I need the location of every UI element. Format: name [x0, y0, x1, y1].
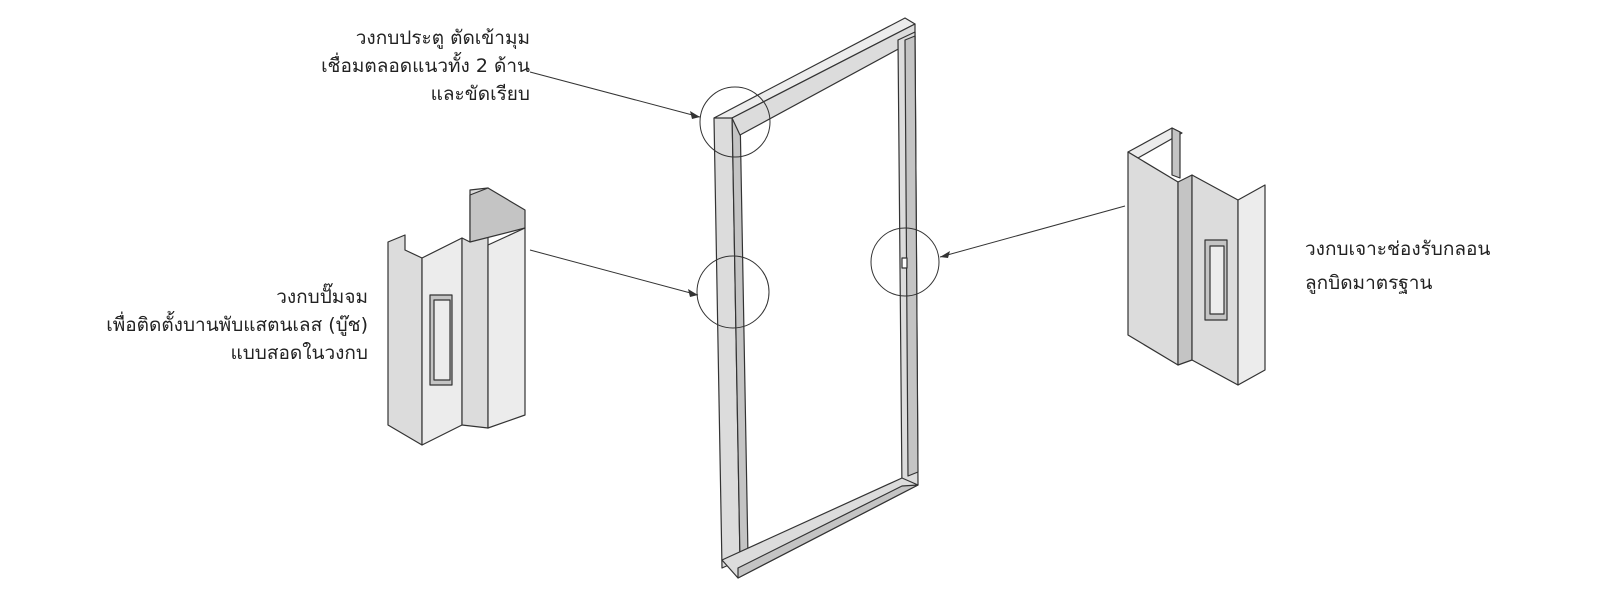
door-frame: [713, 17, 919, 579]
detail-circle-hinge: [696, 255, 770, 329]
label-line: วงกบเจาะช่องรับกลอน: [1305, 238, 1491, 260]
label-line: แบบสอดในวงกบ: [230, 342, 369, 364]
label-strike-hole: วงกบเจาะช่องรับกลอน ลูกบิดมาตรฐาน: [1305, 232, 1490, 300]
label-hinge-recess: วงกบปั๊มจม เพื่อติดตั้งบานพับแสตนเลส (บู…: [106, 283, 368, 367]
label-line: ลูกบิดมาตรฐาน: [1305, 272, 1433, 294]
detail-circle-corner: [699, 86, 771, 158]
label-line: เพื่อติดตั้งบานพับแสตนเลส (บู๊ช): [106, 314, 368, 336]
label-line: วงกบประตู ตัดเข้ามุม: [355, 27, 530, 49]
label-line: และขัดเรียบ: [430, 83, 530, 105]
leader-corner: [529, 71, 701, 118]
leader-strike: [939, 205, 1126, 258]
leader-hinge: [529, 249, 699, 296]
label-corner-weld: วงกบประตู ตัดเข้ามุม เชื่อมตลอดแนวทั้ง 2…: [321, 24, 530, 108]
strike-jamb-section: [1127, 127, 1266, 386]
hinge-jamb-section: [387, 187, 526, 446]
label-line: วงกบปั๊มจม: [276, 286, 368, 308]
label-line: เชื่อมตลอดแนวทั้ง 2 ด้าน: [321, 55, 530, 77]
detail-circle-strike: [870, 227, 940, 297]
